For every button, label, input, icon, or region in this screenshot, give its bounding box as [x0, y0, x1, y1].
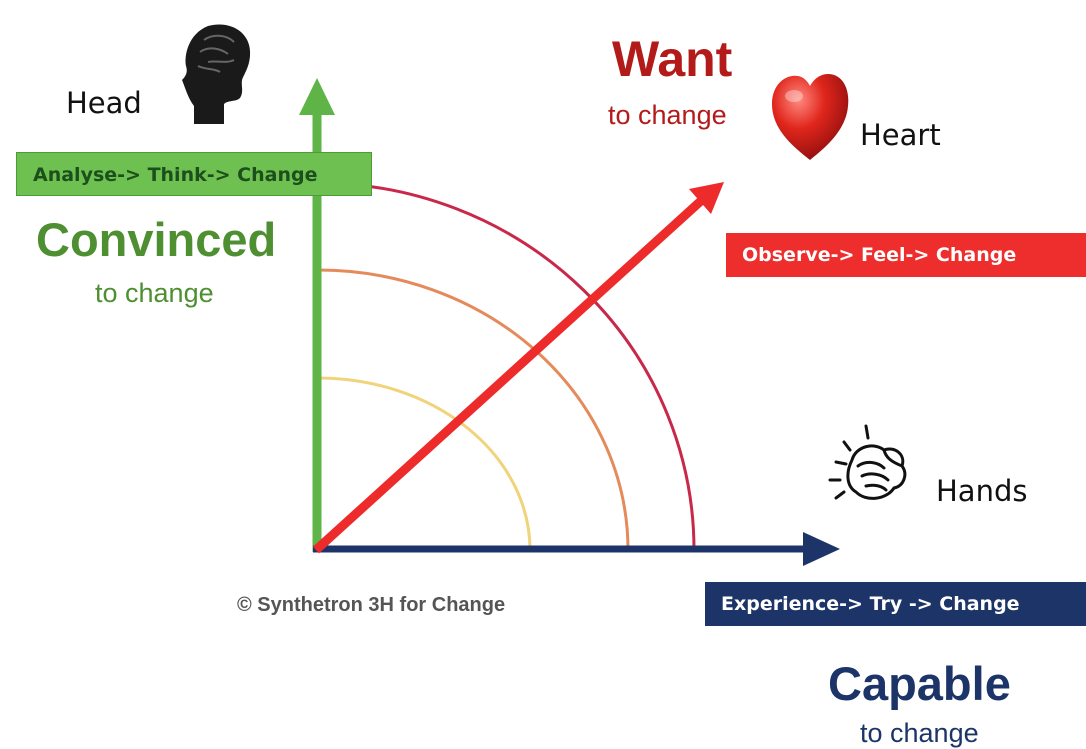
head-label: Head	[66, 86, 142, 120]
capable-subtitle: to change	[860, 718, 979, 748]
convinced-title: Convinced	[36, 213, 277, 266]
heart-banner: Observe-> Feel-> Change	[726, 233, 1086, 277]
vertical-axis-arrowhead	[299, 78, 335, 115]
capable-title: Capable	[828, 657, 1011, 710]
diagonal-arrow	[312, 195, 707, 554]
want-subtitle: to change	[608, 100, 727, 130]
hands-label: Hands	[936, 474, 1028, 508]
horizontal-axis-arrowhead	[803, 532, 840, 566]
copyright-text: © Synthetron 3H for Change	[237, 594, 506, 616]
handshake-icon	[822, 420, 922, 520]
head-brain-icon	[178, 20, 258, 128]
arc-inner	[317, 376, 532, 551]
diagonal-arrowhead	[689, 182, 724, 214]
heart-label: Heart	[860, 118, 941, 152]
arc-outer	[317, 181, 696, 551]
heart-icon	[768, 70, 852, 162]
want-title: Want	[612, 31, 733, 87]
head-banner: Analyse-> Think-> Change	[16, 152, 372, 196]
convinced-subtitle: to change	[95, 278, 214, 308]
hands-banner: Experience-> Try -> Change	[705, 582, 1086, 626]
